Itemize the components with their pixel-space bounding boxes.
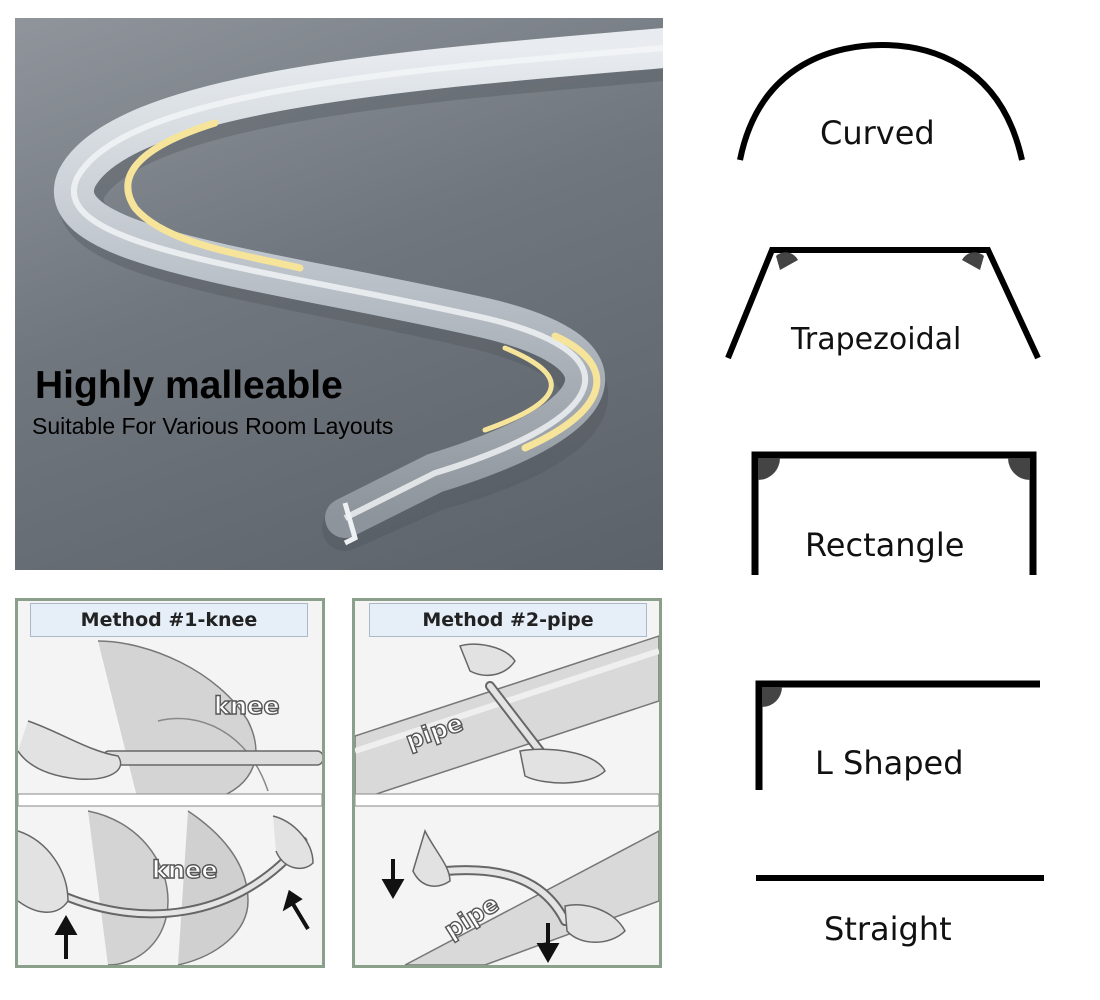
led-glow-3 — [482, 345, 554, 433]
method-2-label: Method #2-pipe — [369, 603, 647, 637]
trapezoidal-shape-icon — [725, 247, 1041, 360]
knee-label-top: knee — [213, 691, 280, 720]
hero-subtitle: Suitable For Various Room Layouts — [32, 413, 394, 439]
method-1-panel: Method #1-knee knee knee — [15, 598, 325, 968]
knee-bending-illustration — [18, 601, 322, 965]
curved-shape-icon — [737, 41, 1025, 161]
shape-label-curved: Curved — [820, 114, 935, 152]
shape-label-trapezoidal: Trapezoidal — [791, 322, 962, 357]
up-right-arrow-icon — [282, 889, 310, 931]
shape-label-l-shaped: L Shaped — [815, 744, 964, 782]
rectangle-shape-icon — [751, 451, 1037, 575]
method-2-panel: Method #2-pipe pipe pipe — [352, 598, 662, 968]
shape-label-rectangle: Rectangle — [805, 526, 965, 564]
l-shaped-shape-icon — [755, 680, 1040, 790]
down-arrow-icon-left — [381, 859, 405, 900]
up-arrow-icon — [54, 914, 78, 959]
led-glow-2 — [521, 332, 601, 452]
down-arrow-icon-right — [536, 923, 560, 964]
shape-types-column: Curved Trapezoidal Rectangle L Shaped St… — [700, 0, 1100, 1000]
flexible-channel-illustration — [54, 28, 663, 551]
pipe-bending-illustration — [355, 601, 659, 965]
led-glow-1 — [124, 119, 304, 272]
method-1-label: Method #1-knee — [30, 603, 308, 637]
shape-label-straight: Straight — [824, 910, 952, 948]
hero-title: Highly malleable — [35, 364, 343, 407]
knee-label-bottom: knee — [151, 855, 218, 884]
hero-image-panel: Highly malleable Suitable For Various Ro… — [15, 18, 663, 570]
